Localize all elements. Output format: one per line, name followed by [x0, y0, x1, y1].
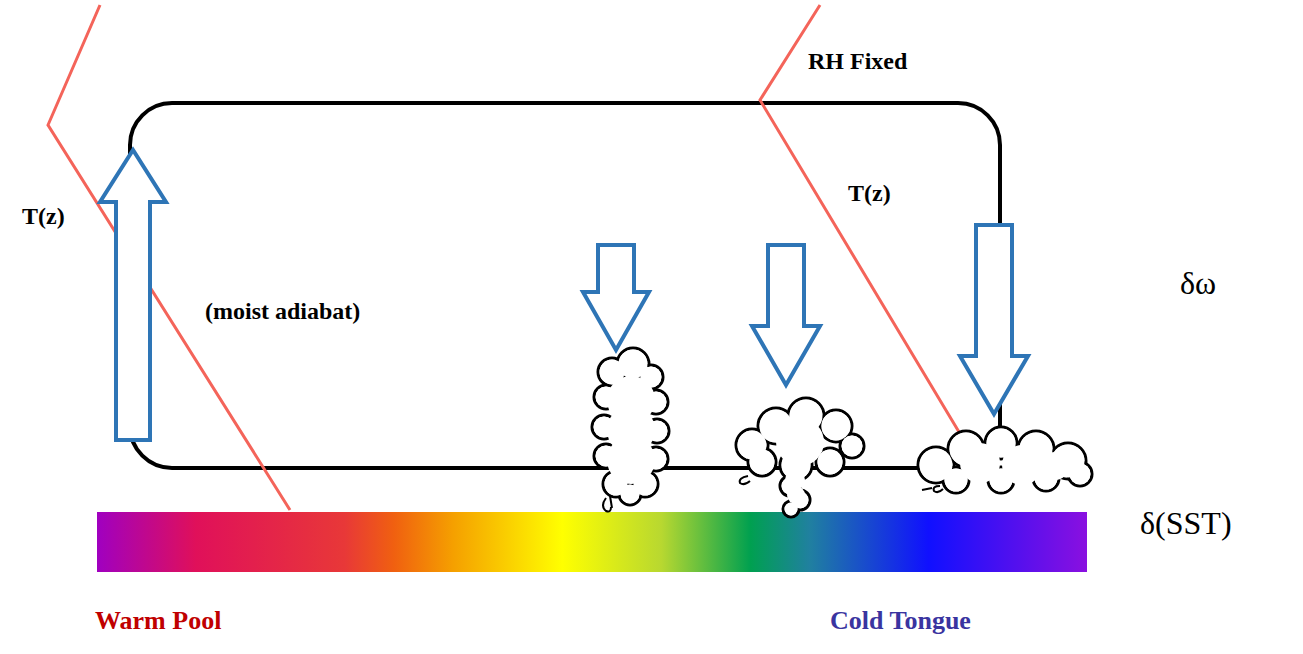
- ascent-arrow: [100, 150, 166, 440]
- subsidence-arrow: [960, 225, 1028, 414]
- temperature-label: T(z): [22, 203, 65, 229]
- region-label: Cold Tongue: [830, 607, 971, 636]
- temperature-profile: [48, 5, 290, 510]
- sst-bar: [97, 512, 1087, 572]
- region-label: Warm Pool: [95, 607, 221, 636]
- humidity-note: RH Fixed: [808, 48, 907, 74]
- subsidence-arrow: [583, 245, 649, 350]
- temperature-label: T(z): [848, 180, 891, 206]
- sst-change-symbol: δ(SST): [1140, 506, 1232, 541]
- cumulus-cloud: [592, 348, 669, 512]
- profile-note: (moist adiabat): [205, 298, 360, 324]
- stratocumulus-cloud: [918, 427, 1092, 493]
- cumulus-cloud: [736, 398, 864, 517]
- subsidence-arrow: [752, 245, 820, 385]
- vertical-velocity-symbol: δω: [1180, 266, 1216, 301]
